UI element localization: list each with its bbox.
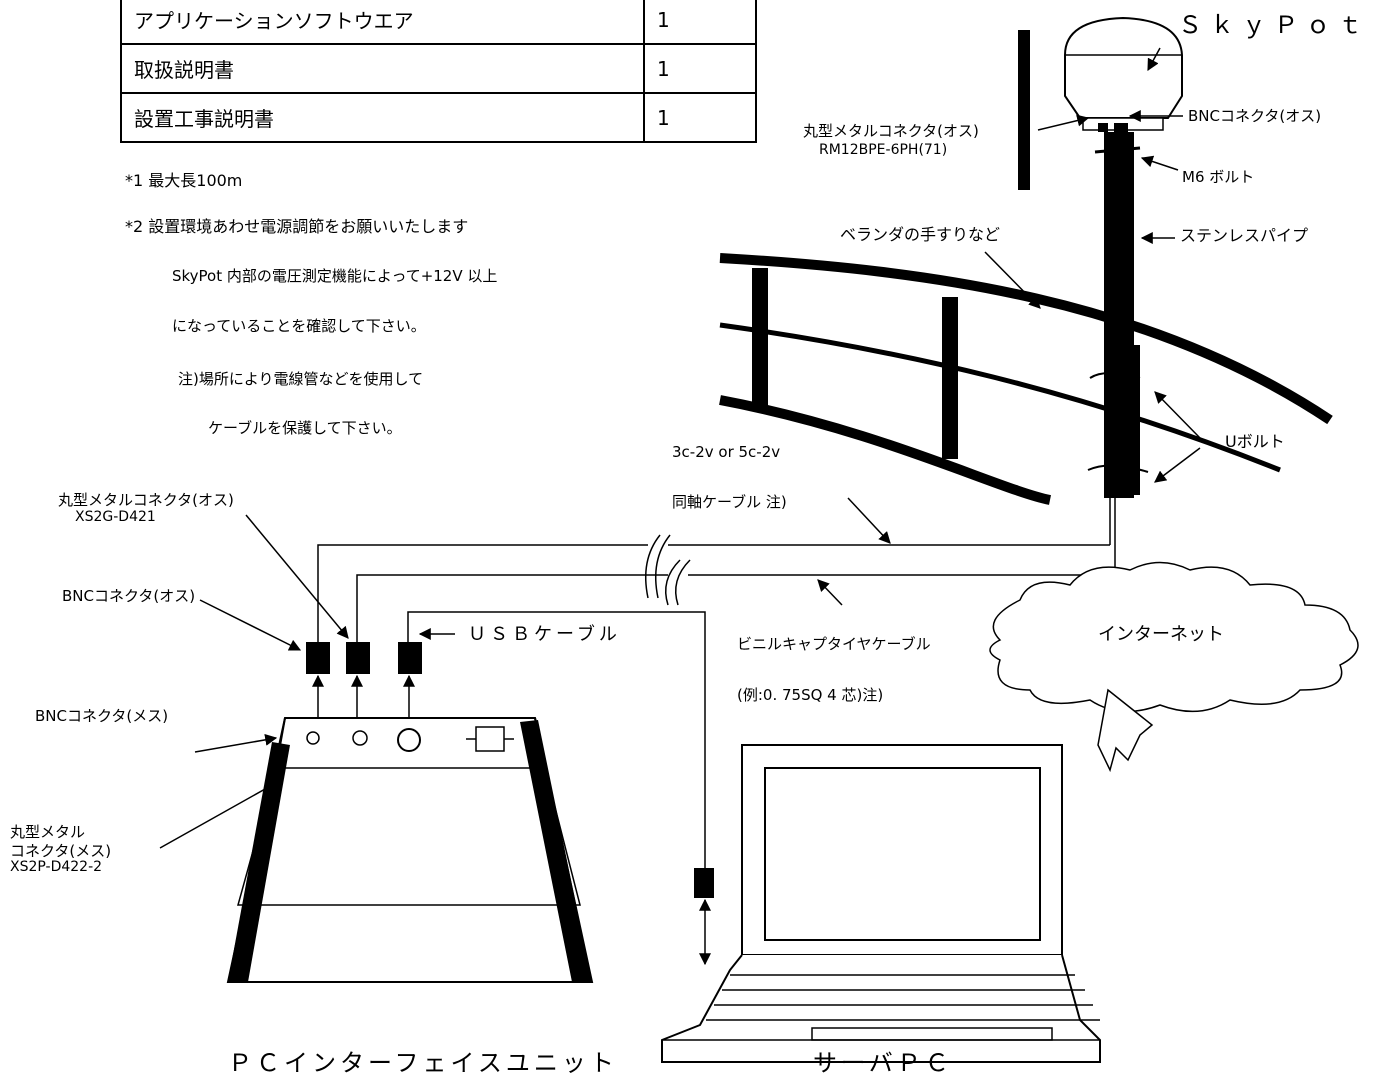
coax-spec-label: 3c-2v or 5c-2v [672,443,781,461]
round-connector-male-left-model: XS2G-D421 [75,509,156,525]
part-qty: 1 [643,43,757,94]
u-bolt-label: Uボルト [1225,432,1285,451]
part-name: 設置工事説明書 [120,92,645,143]
table-row: アプリケーションソフトウエア 1 [120,0,757,45]
bnc-male-left-label: BNCコネクタ(オス) [62,587,196,605]
caution-line-1: 注)場所により電線管などを使用して [178,370,424,388]
skypot-unit [1018,16,1183,575]
part-qty: 1 [643,92,757,143]
round-connector-male-top-model: RM12BPE-6PH(71) [819,142,948,158]
part-name: アプリケーションソフトウエア [120,0,645,45]
server-pc-laptop [661,744,1101,1063]
pc-interface-unit [226,717,594,983]
note-2-line-3: になっていることを確認して下さい。 [172,317,426,335]
pc-interface-unit-label: ＰＣインターフェイスユニット [228,1049,618,1077]
note-1: *1 最大長100m [125,171,243,190]
internet-label: インターネット [1098,624,1224,645]
internet-cloud [989,561,1359,773]
caution-line-2: ケーブルを保護して下さい。 [208,419,402,437]
skypot-side-plate [1018,30,1030,190]
veranda-railing [719,253,1333,505]
skypot-label: ＳｋｙＰｏｔ [1178,11,1370,39]
server-pc-label: サーバＰＣ [813,1049,953,1077]
bnc-male-top-label: BNCコネクタ(オス) [1188,107,1322,125]
round-connector-female-label-2: コネクタ(メス) [10,842,112,860]
round-connector-male-left-label: 丸型メタルコネクタ(オス) [58,491,234,509]
m6-bolt-label: M6 ボルト [1182,168,1255,186]
table-row: 設置工事説明書 1 [120,92,757,143]
round-connector-female-label-1: 丸型メタル [10,823,86,841]
part-qty: 1 [643,0,757,45]
parts-table: アプリケーションソフトウエア 1 取扱説明書 1 設置工事説明書 1 [120,0,757,143]
veranda-label: ベランダの手すりなど [840,225,1001,244]
part-name: 取扱説明書 [120,43,645,94]
round-connector-male-top-label: 丸型メタルコネクタ(オス) [803,122,979,140]
vinyl-cable-label: ビニルキャプタイヤケーブル [737,635,931,653]
bnc-female-label: BNCコネクタ(メス) [35,707,169,725]
vinyl-cable-spec-label: (例:0. 75SQ 4 芯)注) [737,686,884,704]
table-row: 取扱説明書 1 [120,43,757,94]
note-2: *2 設置環境あわせ電源調節をお願いいたします [125,217,469,236]
round-connector-female-model: XS2P-D422-2 [10,859,103,875]
stainless-pipe-label: ステンレスパイプ [1180,226,1309,245]
usb-cable-label: ＵＳＢケーブル [468,624,621,645]
note-2-line-2: SkyPot 内部の電圧測定機能によって+12V 以上 [172,267,498,285]
skypot-head [1064,16,1183,119]
coax-cable-label: 同軸ケーブル 注) [672,493,787,511]
